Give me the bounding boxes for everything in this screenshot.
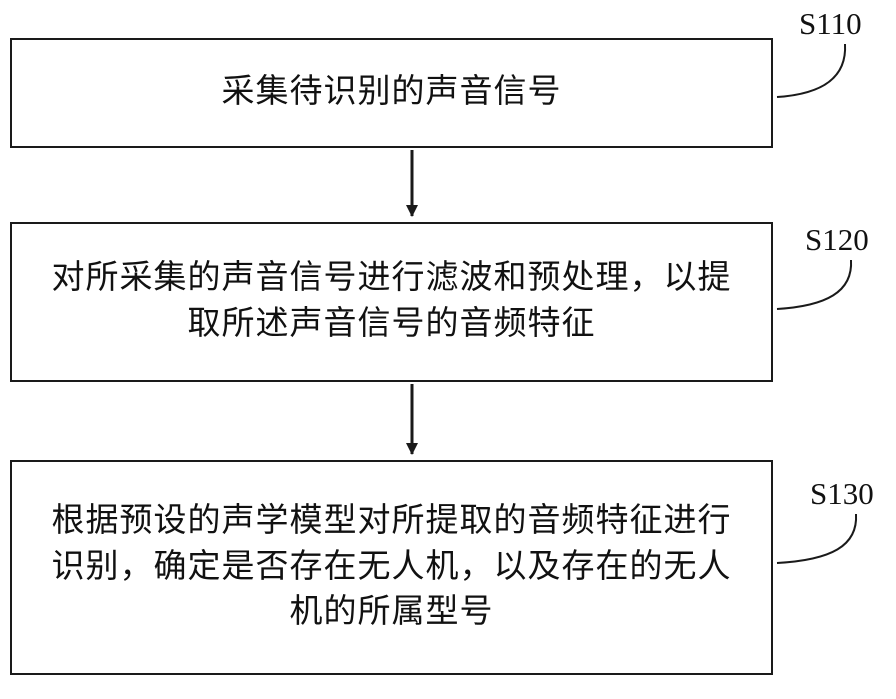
flow-step-text-3: 根据预设的声学模型对所提取的音频特征进行 识别，确定是否存在无人机，以及存在的无…	[51, 503, 732, 631]
step-ref-label-s120: S120	[805, 222, 869, 257]
flow-step-text-1: 采集待识别的声音信号	[221, 74, 562, 111]
flow-step-text-2: 对所采集的声音信号进行滤波和预处理，以提 取所述声音信号的音频特征	[51, 260, 732, 342]
step-ref-label-s130: S130	[810, 476, 874, 511]
flow-step-box-2: 对所采集的声音信号进行滤波和预处理，以提 取所述声音信号的音频特征	[10, 222, 773, 382]
leader-line-s120	[776, 259, 853, 310]
flow-step-box-3: 根据预设的声学模型对所提取的音频特征进行 识别，确定是否存在无人机，以及存在的无…	[10, 460, 773, 675]
leader-line-s110	[776, 43, 847, 98]
step-ref-label-s110: S110	[799, 6, 862, 41]
flow-step-box-1: 采集待识别的声音信号	[10, 38, 773, 148]
leader-line-s130	[776, 513, 858, 564]
